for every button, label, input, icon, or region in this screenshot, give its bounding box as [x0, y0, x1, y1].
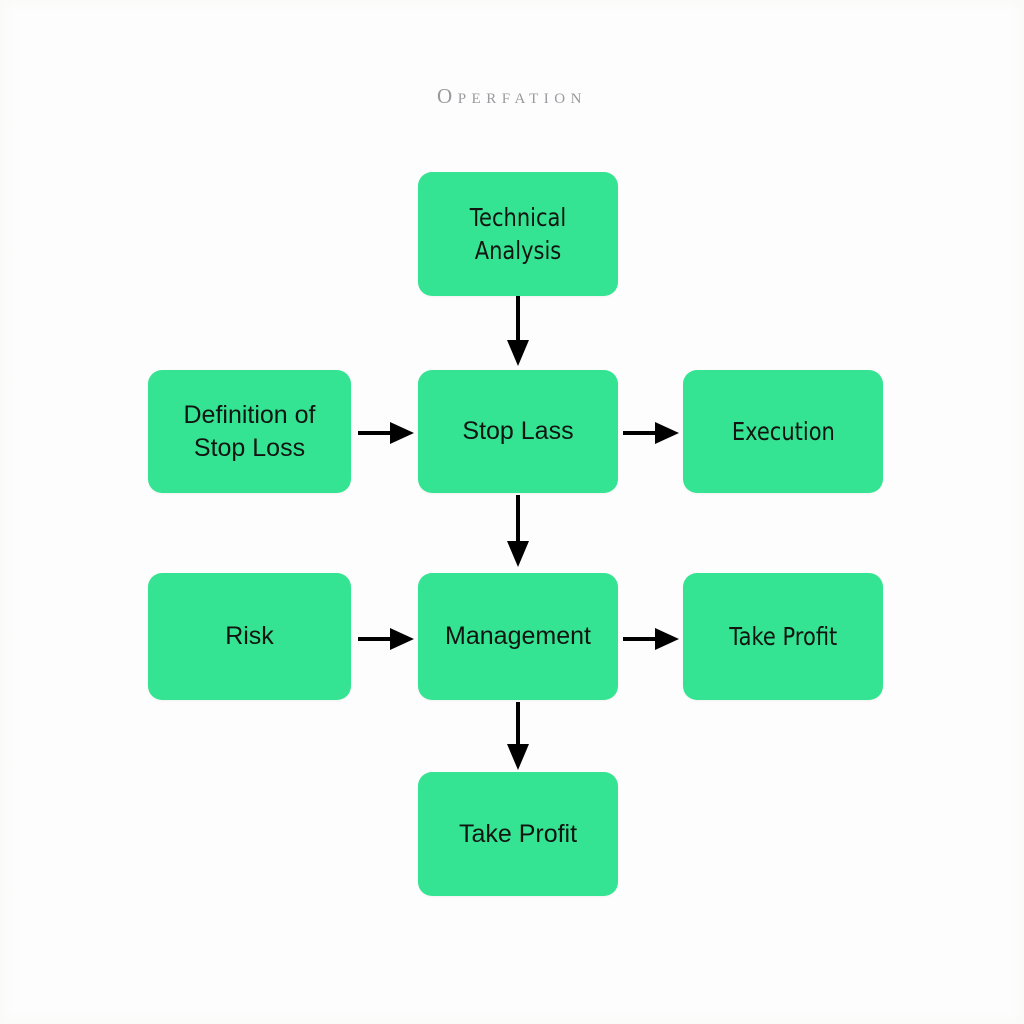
node-technical-analysis[interactable]: Technical Analysis: [418, 172, 618, 296]
node-take-profit-bottom-label: Take Profit: [458, 819, 578, 848]
node-take-profit-right[interactable]: Take Profit: [683, 573, 883, 700]
node-definition-of-stop-loss-label: Definition of Stop Loss: [183, 400, 316, 462]
node-take-profit-bottom[interactable]: Take Profit: [418, 772, 618, 896]
arrow-right-management-to-take-profit: [623, 626, 681, 652]
node-technical-analysis-label: Technical Analysis: [469, 203, 567, 265]
arrow-down-stop-lass-to-management: [505, 495, 531, 571]
page-title: Operfation: [437, 84, 587, 108]
node-risk[interactable]: Risk: [148, 573, 351, 700]
node-stop-lass-label: Stop Lass: [462, 417, 574, 445]
node-definition-of-stop-loss[interactable]: Definition of Stop Loss: [148, 370, 351, 493]
arrow-down-management-to-take-profit: [505, 702, 531, 774]
node-management-label: Management: [445, 622, 591, 650]
arrow-right-stop-lass-to-execution: [623, 420, 681, 446]
node-risk-label: Risk: [225, 622, 274, 650]
node-management[interactable]: Management: [418, 573, 618, 700]
arrow-right-definition-to-stop-lass: [358, 420, 416, 446]
arrow-down-technical-analysis-to-stop-lass: [505, 296, 531, 370]
node-execution[interactable]: Execution: [683, 370, 883, 493]
node-execution-label: Execution: [731, 417, 835, 446]
node-stop-lass[interactable]: Stop Lass: [418, 370, 618, 493]
arrow-right-risk-to-management: [358, 626, 416, 652]
node-take-profit-right-label: Take Profit: [728, 622, 837, 651]
